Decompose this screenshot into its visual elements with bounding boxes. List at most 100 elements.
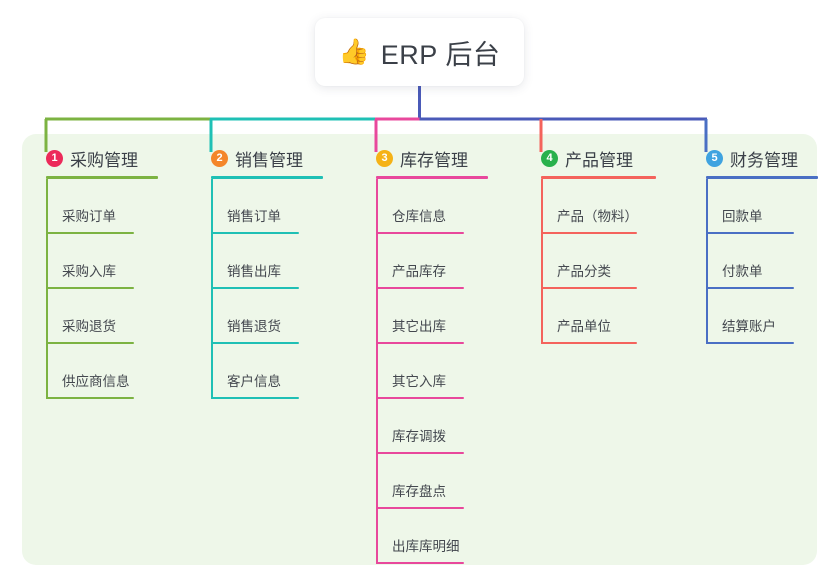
branch-item[interactable]: 采购入库 bbox=[30, 234, 158, 289]
branch-item[interactable]: 产品库存 bbox=[360, 234, 488, 289]
branch-item[interactable]: 产品分类 bbox=[525, 234, 656, 289]
branch-item[interactable]: 采购订单 bbox=[30, 179, 158, 234]
branch-item[interactable]: 产品（物料） bbox=[525, 179, 656, 234]
branch-item-rule bbox=[46, 232, 134, 234]
branch-item-rule bbox=[376, 452, 464, 454]
branch-item-rule bbox=[541, 342, 637, 344]
branch-item[interactable]: 结算账户 bbox=[690, 289, 818, 344]
branch-item-label: 供应商信息 bbox=[62, 374, 130, 389]
branch-header-rule bbox=[376, 176, 488, 179]
branch-header-rule bbox=[541, 176, 656, 179]
branch-item-rule bbox=[46, 397, 134, 399]
branch-item-label: 产品单位 bbox=[557, 319, 611, 334]
root-title: ERP 后台 bbox=[380, 39, 501, 70]
branch-number-badge: 5 bbox=[706, 149, 723, 167]
branch-item-rule bbox=[541, 232, 637, 234]
branch-item[interactable]: 销售退货 bbox=[195, 289, 323, 344]
branch-number-badge: 2 bbox=[211, 149, 228, 167]
branch-item-rule bbox=[541, 287, 637, 289]
branch-item[interactable]: 销售订单 bbox=[195, 179, 323, 234]
branch-item-label: 库存盘点 bbox=[392, 484, 446, 499]
branch-item-rule bbox=[376, 342, 464, 344]
branch-item-label: 客户信息 bbox=[227, 374, 281, 389]
branch-item[interactable]: 采购退货 bbox=[30, 289, 158, 344]
branch-item-rule bbox=[211, 397, 299, 399]
branch-item-label: 结算账户 bbox=[722, 319, 776, 334]
branch-item-label: 回款单 bbox=[722, 209, 763, 224]
branch-items: 销售订单销售出库销售退货客户信息 bbox=[195, 179, 323, 399]
branch-item-rule bbox=[46, 287, 134, 289]
branch-header[interactable]: 1 采购管理 bbox=[30, 145, 158, 171]
branch-title: 销售管理 bbox=[235, 150, 303, 170]
branch-header[interactable]: 3 库存管理 bbox=[360, 145, 488, 171]
branch-column: 4 产品管理产品（物料） 产品分类产品单位 bbox=[525, 145, 656, 344]
branch-item-rule bbox=[706, 232, 794, 234]
branch-item[interactable]: 回款单 bbox=[690, 179, 818, 234]
branch-title: 库存管理 bbox=[400, 150, 468, 170]
branch-spine bbox=[376, 179, 378, 564]
branch-item[interactable]: 库存调拨 bbox=[360, 399, 488, 454]
branch-title: 财务管理 bbox=[730, 150, 798, 170]
branch-item-label: 产品库存 bbox=[392, 264, 446, 279]
branch-item-label: 采购订单 bbox=[62, 209, 116, 224]
branch-item-rule bbox=[706, 287, 794, 289]
branch-number-badge: 4 bbox=[541, 149, 558, 167]
branch-item[interactable]: 其它入库 bbox=[360, 344, 488, 399]
branch-item-label: 采购入库 bbox=[62, 264, 116, 279]
branch-item[interactable]: 付款单 bbox=[690, 234, 818, 289]
branch-item-label: 付款单 bbox=[722, 264, 763, 279]
branch-header[interactable]: 4 产品管理 bbox=[525, 145, 656, 171]
branch-item-rule bbox=[376, 232, 464, 234]
branch-item[interactable]: 产品单位 bbox=[525, 289, 656, 344]
thumbs-up-icon: 👍 bbox=[338, 37, 370, 66]
branch-item[interactable]: 其它出库 bbox=[360, 289, 488, 344]
branch-spine bbox=[706, 179, 708, 344]
branch-item-rule bbox=[211, 287, 299, 289]
branch-item-label: 销售出库 bbox=[227, 264, 281, 279]
branch-number-badge: 1 bbox=[46, 149, 63, 167]
branch-item-label: 出库库明细 bbox=[392, 539, 460, 554]
branch-header[interactable]: 2 销售管理 bbox=[195, 145, 323, 171]
branch-item[interactable]: 仓库信息 bbox=[360, 179, 488, 234]
branch-item-label: 产品（物料） bbox=[557, 209, 638, 224]
branch-items: 产品（物料） 产品分类产品单位 bbox=[525, 179, 656, 344]
root-node[interactable]: 👍 ERP 后台 bbox=[315, 18, 524, 86]
branch-item-label: 库存调拨 bbox=[392, 429, 446, 444]
branch-item-rule bbox=[706, 342, 794, 344]
branch-column: 5 财务管理回款单付款单结算账户 bbox=[690, 145, 818, 344]
branch-item[interactable]: 出库库明细 bbox=[360, 509, 488, 564]
branch-item[interactable]: 库存盘点 bbox=[360, 454, 488, 509]
branch-header-rule bbox=[706, 176, 818, 179]
branch-item-rule bbox=[211, 232, 299, 234]
branch-item-label: 销售订单 bbox=[227, 209, 281, 224]
branch-item-rule bbox=[376, 397, 464, 399]
branch-spine bbox=[46, 179, 48, 399]
branch-title: 采购管理 bbox=[70, 150, 138, 170]
branch-column: 1 采购管理采购订单采购入库采购退货供应商信息 bbox=[30, 145, 158, 399]
branch-number-badge: 3 bbox=[376, 149, 393, 167]
branch-item-label: 仓库信息 bbox=[392, 209, 446, 224]
branch-spine bbox=[541, 179, 543, 344]
branch-item-rule bbox=[376, 507, 464, 509]
branch-column: 2 销售管理销售订单销售出库销售退货客户信息 bbox=[195, 145, 323, 399]
branch-header[interactable]: 5 财务管理 bbox=[690, 145, 818, 171]
branch-column: 3 库存管理仓库信息产品库存其它出库其它入库库存调拨库存盘点出库库明细 bbox=[360, 145, 488, 564]
branch-item-label: 产品分类 bbox=[557, 264, 611, 279]
branch-item-label: 销售退货 bbox=[227, 319, 281, 334]
branches-panel bbox=[22, 134, 817, 565]
branch-header-rule bbox=[211, 176, 323, 179]
branch-item-rule bbox=[211, 342, 299, 344]
branch-item[interactable]: 销售出库 bbox=[195, 234, 323, 289]
branch-items: 仓库信息产品库存其它出库其它入库库存调拨库存盘点出库库明细 bbox=[360, 179, 488, 564]
branch-header-rule bbox=[46, 176, 158, 179]
branch-item-rule bbox=[376, 562, 464, 564]
branch-item-rule bbox=[376, 287, 464, 289]
branch-item[interactable]: 客户信息 bbox=[195, 344, 323, 399]
branch-item[interactable]: 供应商信息 bbox=[30, 344, 158, 399]
branch-items: 回款单付款单结算账户 bbox=[690, 179, 818, 344]
branch-title: 产品管理 bbox=[565, 150, 633, 170]
branch-items: 采购订单采购入库采购退货供应商信息 bbox=[30, 179, 158, 399]
branch-item-label: 其它入库 bbox=[392, 374, 446, 389]
branch-item-label: 采购退货 bbox=[62, 319, 116, 334]
